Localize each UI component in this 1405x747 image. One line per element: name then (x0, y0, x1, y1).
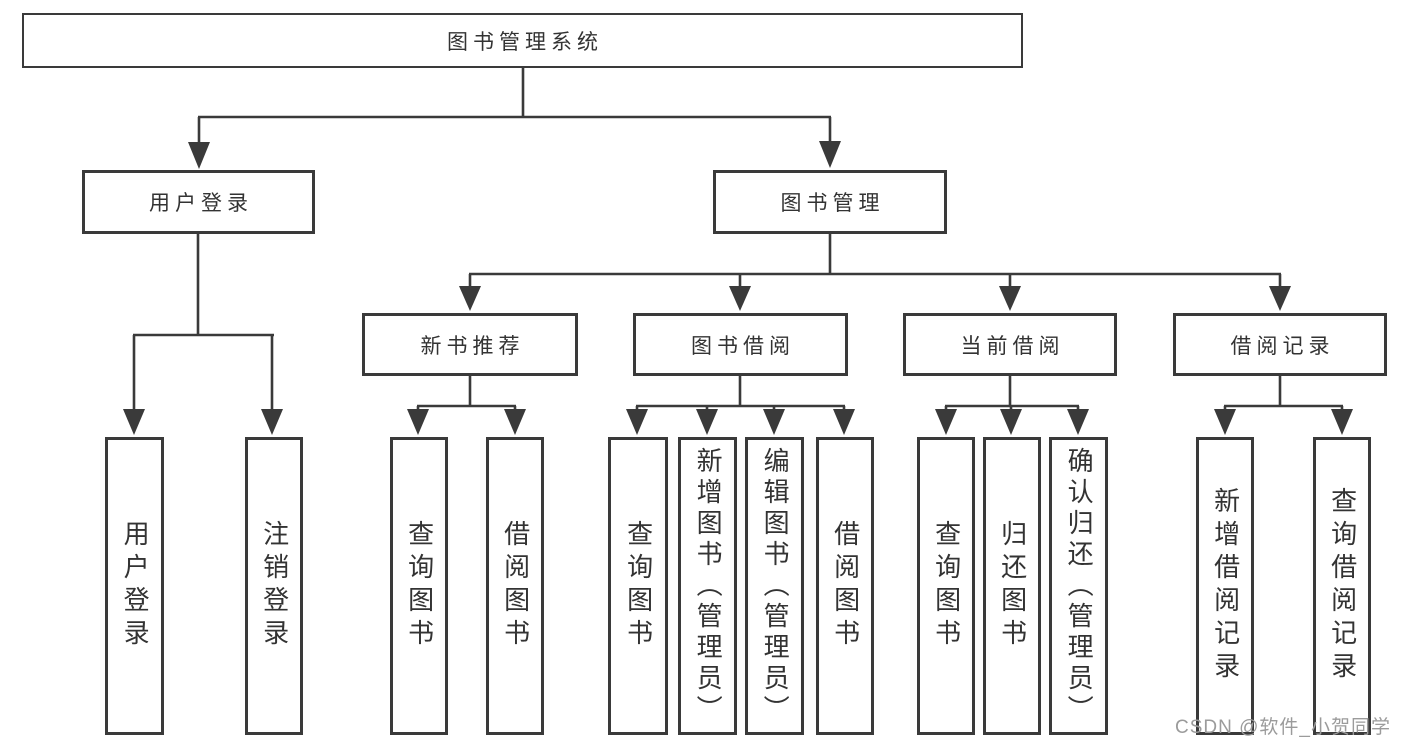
node-borrow-records: 借阅记录 (1173, 313, 1387, 376)
node-user-login: 用户登录 (82, 170, 315, 234)
node-label: 图书借阅 (691, 334, 795, 358)
connector-book-management-to-level3 (459, 234, 1291, 311)
node-book-borrow: 图书借阅 (633, 313, 848, 376)
leaf-label: 编辑图书（管理员） (760, 446, 791, 726)
leaf-label: 查询图书 (623, 520, 654, 652)
leaf-query-books-recommend: 查询图书 (390, 437, 448, 735)
node-label: 图书管理 (780, 192, 885, 215)
leaf-query-borrow-record: 查询借阅记录 (1313, 437, 1371, 735)
leaf-return-books: 归还图书 (983, 437, 1041, 735)
connector-current-borrow-to-leaves (935, 376, 1089, 435)
leaf-borrow-books-recommend: 借阅图书 (486, 437, 544, 735)
leaf-label: 注销登录 (259, 520, 290, 652)
leaf-label: 确认归还（管理员） (1064, 446, 1095, 726)
leaf-label: 用户登录 (120, 520, 151, 652)
leaf-logout: 注销登录 (245, 437, 303, 735)
csdn-watermark: CSDN @软件_小贺同学 (1175, 717, 1391, 738)
leaf-label: 借阅图书 (500, 520, 531, 652)
leaf-confirm-return-admin: 确认归还（管理员） (1049, 437, 1108, 735)
node-new-book-recommend: 新书推荐 (362, 313, 578, 376)
node-label: 当前借阅 (960, 334, 1065, 358)
node-label: 借阅记录 (1230, 334, 1335, 358)
leaf-edit-books-admin: 编辑图书（管理员） (745, 437, 804, 735)
leaf-label: 归还图书 (997, 520, 1028, 652)
connector-root-to-level2 (188, 68, 841, 169)
leaf-label: 新增借阅记录 (1210, 487, 1241, 685)
leaf-label: 新增图书（管理员） (693, 446, 724, 726)
node-label: 用户登录 (149, 192, 253, 215)
node-library-management-system: 图书管理系统 (22, 13, 1023, 68)
leaf-user-login: 用户登录 (105, 437, 164, 735)
connector-new-book-recommend-to-leaves (407, 376, 526, 435)
node-label: 新书推荐 (420, 334, 525, 358)
leaf-label: 查询借阅记录 (1327, 487, 1358, 685)
node-book-management: 图书管理 (713, 170, 947, 234)
leaf-label: 查询图书 (931, 520, 962, 652)
leaf-add-borrow-record: 新增借阅记录 (1196, 437, 1254, 735)
connector-book-borrow-to-leaves (626, 376, 855, 435)
leaf-borrow-books: 借阅图书 (816, 437, 874, 735)
leaf-add-books-admin: 新增图书（管理员） (678, 437, 737, 735)
connector-user-login-to-leaves (123, 234, 283, 435)
leaf-label: 查询图书 (404, 520, 435, 652)
node-current-borrow: 当前借阅 (903, 313, 1117, 376)
node-label: 图书管理系统 (447, 30, 603, 54)
leaf-query-books-current: 查询图书 (917, 437, 975, 735)
connector-borrow-records-to-leaves (1214, 376, 1353, 435)
leaf-query-books-borrow: 查询图书 (608, 437, 668, 735)
leaf-label: 借阅图书 (830, 520, 861, 652)
